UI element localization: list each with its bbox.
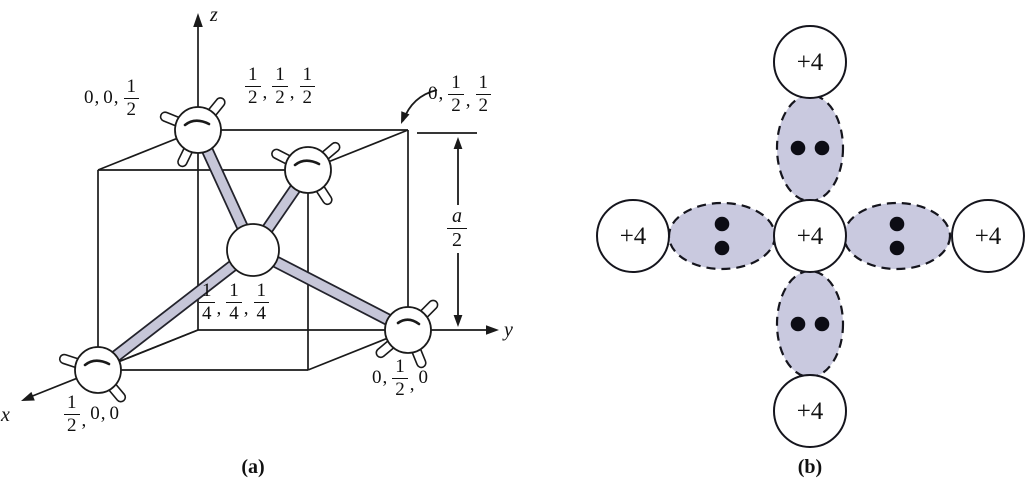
caption-panel-a: (a) (241, 456, 265, 478)
corner-pointer-arrow (401, 89, 438, 124)
sphere-highlight (396, 318, 421, 326)
orbital-top (775, 93, 845, 203)
y-axis-arrowhead (486, 325, 499, 335)
electron-pairs (714, 140, 905, 332)
ion-charge-left: +4 (620, 223, 647, 250)
sphere-highlight (183, 119, 211, 127)
ion-circle-center (773, 199, 847, 273)
orbital-bottom (775, 269, 845, 379)
electron-dot (814, 140, 830, 156)
panel-b-orbitals (667, 93, 952, 379)
ion-charge-labels: +4 +4 +4 +4 +4 (620, 49, 1002, 425)
electron-dot (889, 216, 905, 232)
electron-dot (714, 240, 730, 256)
half-lattice-dimension (417, 132, 477, 327)
ion-circle-right (951, 199, 1025, 273)
sphere-highlight (83, 359, 111, 367)
orbital-left (667, 201, 777, 271)
atom-sphere (74, 346, 122, 394)
sphere-highlight (293, 159, 321, 167)
atom-sphere (284, 146, 332, 194)
panel-b-ions (596, 25, 1025, 448)
orbital-right (842, 201, 952, 271)
dimension-up-arrowhead (453, 137, 463, 149)
atom-sphere (384, 306, 432, 354)
ion-charge-top: +4 (797, 49, 824, 76)
electron-dot (790, 140, 806, 156)
ion-circle-left (596, 199, 670, 273)
atom-0-half-0 (375, 299, 439, 369)
x-axis-label: x (1, 404, 10, 426)
electron-dot (714, 216, 730, 232)
panel-a-unit-cell (97, 129, 409, 371)
atom-quarter-center (226, 223, 280, 277)
z-axis-arrowhead (193, 13, 203, 27)
electron-dot (790, 316, 806, 332)
caption-panel-b: (b) (797, 456, 823, 478)
bond-center-to-bottom-right (250, 244, 411, 336)
ion-circle-bottom (773, 374, 847, 448)
x-axis-arrowhead (21, 391, 35, 401)
atom-0-0-half (159, 97, 226, 168)
ion-charge-center: +4 (797, 223, 824, 250)
corner-pointer-arrowhead (401, 111, 410, 124)
dimension-down-arrowhead (453, 315, 463, 327)
atom-sphere (174, 106, 222, 154)
ion-circle-top (773, 25, 847, 99)
atom-half-half-half (271, 141, 341, 206)
bond-center-to-bottom-left (94, 245, 257, 375)
atom-half-0-0 (58, 346, 127, 403)
y-axis-label: y (504, 319, 513, 341)
electron-dot (814, 316, 830, 332)
ion-charge-right: +4 (975, 223, 1002, 250)
electron-dot (889, 240, 905, 256)
z-axis-label: z (210, 4, 218, 26)
ion-charge-bottom: +4 (797, 398, 824, 425)
